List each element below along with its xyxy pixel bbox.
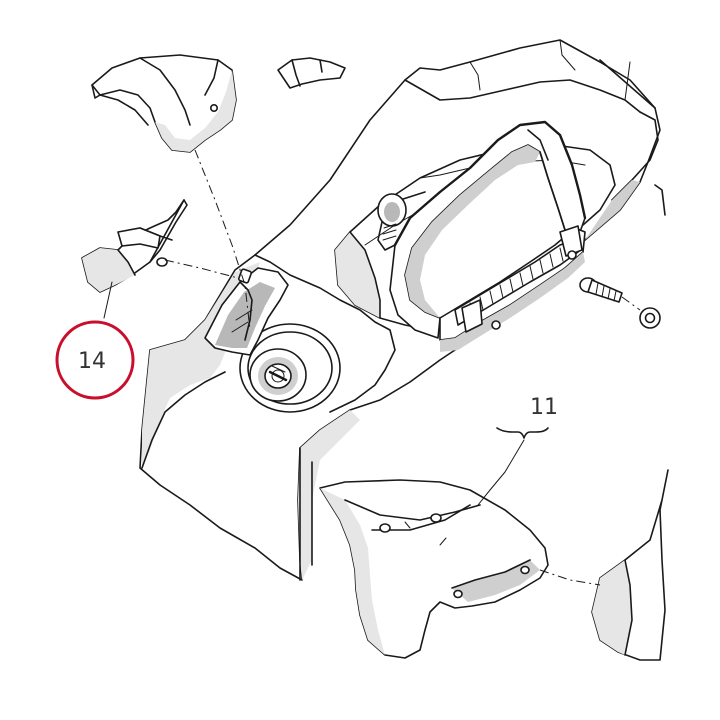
callout-brace [496,427,549,439]
part-14-clip [81,199,188,293]
assembly-lines [164,149,641,586]
cover-cap [91,54,237,153]
hinge-spring [377,193,407,251]
callout-11: 11 [477,395,558,506]
top-bracket [277,57,346,89]
callout-label-11: 11 [530,395,558,420]
callout-label-14: 14 [78,349,106,374]
adjacent-part [591,184,669,661]
part-11-panel [319,479,549,659]
screw-head [567,250,577,260]
highlight-circle [55,320,135,400]
latch-mechanism [454,225,583,333]
bolt-and-washer [579,277,661,329]
callout-leader [477,439,525,506]
clip-recess [204,267,289,356]
lock-barrel [239,323,341,413]
callout-14: 14 [55,281,135,400]
grab-handle [389,120,587,352]
screw-head [491,320,501,330]
